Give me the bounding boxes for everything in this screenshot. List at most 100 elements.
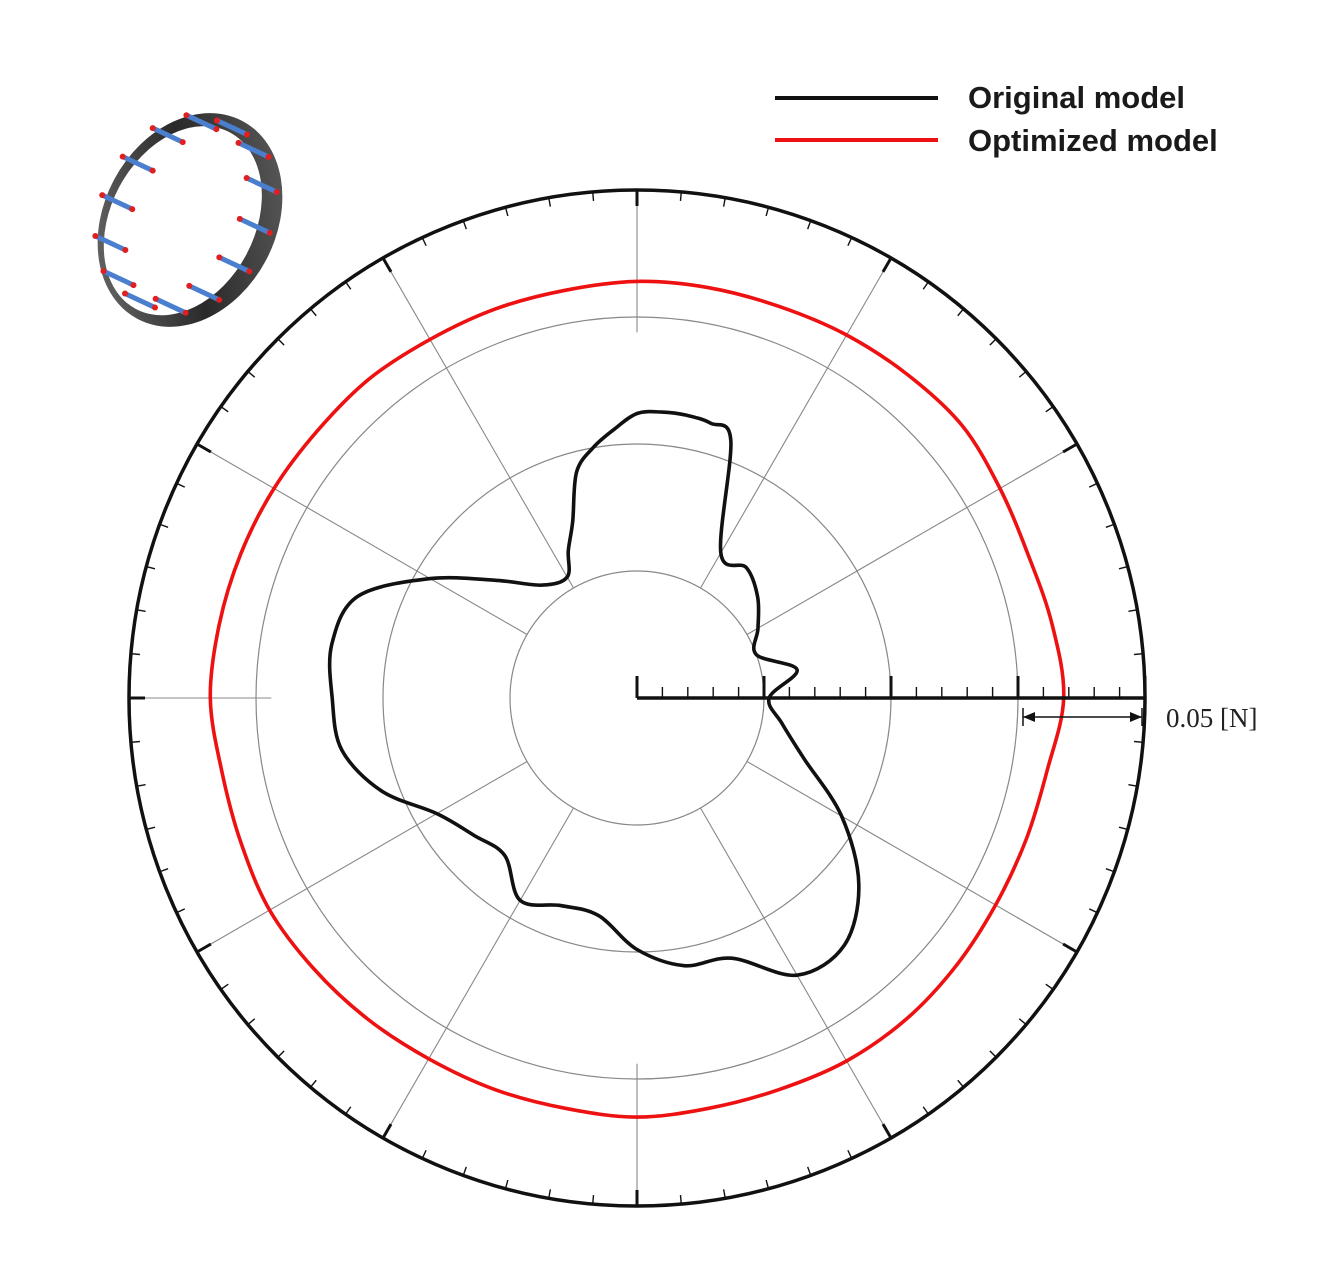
spring-anchor-glyph: [130, 282, 137, 289]
major-angular-tick: [1062, 442, 1078, 454]
minor-angular-tick: [1105, 868, 1115, 873]
spring-glyph: [237, 216, 273, 236]
legend: Original model Optimized model: [775, 80, 1218, 158]
minor-angular-tick: [1105, 523, 1115, 528]
minor-angular-tick: [309, 308, 317, 317]
angular-gridline: [382, 257, 574, 589]
minor-angular-tick: [957, 1079, 965, 1088]
spring-anchor-glyph: [266, 229, 273, 236]
spring-anchor-glyph: [213, 126, 220, 133]
minor-angular-tick: [130, 653, 140, 656]
minor-angular-tick: [807, 1166, 812, 1176]
spring-glyph: [236, 140, 272, 160]
minor-angular-tick: [1045, 983, 1054, 990]
ring-with-springs-icon: [92, 112, 283, 327]
major-angular-tick: [881, 257, 893, 273]
minor-angular-tick: [679, 1195, 682, 1205]
angular-gridline: [700, 257, 892, 589]
spring-anchor-glyph: [100, 268, 107, 275]
spring-anchor-glyph: [214, 117, 221, 124]
legend-label-optimized-model: Optimized model: [968, 123, 1218, 158]
minor-angular-tick: [1134, 740, 1144, 743]
major-angular-tick: [196, 942, 212, 954]
minor-angular-tick: [922, 281, 929, 290]
polar-axes: [127, 188, 1147, 1208]
spring-anchor-glyph: [99, 192, 106, 199]
spring-anchor-glyph: [246, 268, 253, 275]
minor-angular-tick: [548, 1189, 552, 1199]
minor-angular-tick: [1088, 908, 1098, 914]
spring-anchor-glyph: [149, 167, 156, 174]
spring-anchor-glyph: [119, 153, 126, 160]
minor-angular-tick: [1018, 370, 1027, 378]
spring-anchor-glyph: [244, 131, 251, 138]
spring-glyph: [214, 117, 250, 137]
spring-glyph: [216, 254, 252, 274]
minor-angular-tick: [146, 565, 156, 570]
angular-gridline: [196, 443, 528, 635]
series-curves: [208, 279, 1066, 1119]
minor-angular-tick: [1128, 783, 1138, 787]
minor-angular-tick: [807, 220, 812, 230]
minor-angular-tick: [176, 482, 186, 488]
spring-anchor-glyph: [183, 112, 190, 119]
minor-angular-tick: [592, 1195, 595, 1205]
minor-angular-tick: [136, 783, 146, 787]
spring-anchor-glyph: [186, 282, 193, 289]
minor-angular-tick: [679, 191, 682, 201]
minor-angular-tick: [722, 1189, 726, 1199]
angular-gridline: [746, 761, 1078, 953]
major-angular-tick: [881, 1123, 893, 1139]
major-angular-tick: [1062, 942, 1078, 954]
minor-angular-tick: [421, 1149, 427, 1159]
minor-angular-tick: [345, 281, 352, 290]
minor-angular-tick: [176, 908, 186, 914]
minor-angular-tick: [548, 197, 552, 207]
minor-angular-tick: [247, 1018, 256, 1026]
minor-angular-tick: [989, 1050, 997, 1058]
major-angular-tick: [381, 257, 393, 273]
minor-angular-tick: [922, 1106, 929, 1115]
minor-angular-tick: [592, 191, 595, 201]
spring-anchor-glyph: [216, 254, 223, 261]
minor-angular-tick: [504, 1179, 509, 1189]
minor-angular-tick: [765, 207, 770, 217]
series-line-original-model: [327, 409, 861, 978]
minor-angular-tick: [1018, 1018, 1027, 1026]
spring-anchor-glyph: [152, 295, 159, 302]
angular-gridline: [700, 807, 892, 1139]
spring-anchor-glyph: [243, 175, 250, 182]
minor-angular-tick: [421, 237, 427, 247]
spring-anchor-glyph: [151, 304, 158, 311]
minor-angular-tick: [130, 740, 140, 743]
angular-gridline: [382, 807, 574, 1139]
minor-angular-tick: [1118, 565, 1128, 570]
minor-angular-tick: [345, 1106, 352, 1115]
minor-angular-tick: [309, 1079, 317, 1088]
minor-angular-tick: [146, 826, 156, 831]
minor-angular-tick: [247, 370, 256, 378]
spring-glyph: [100, 268, 136, 288]
spring-glyph: [153, 296, 189, 316]
minor-angular-tick: [462, 220, 467, 230]
spring-anchor-glyph: [129, 206, 136, 213]
spring-anchor-glyph: [122, 246, 129, 253]
spring-glyph: [244, 175, 280, 195]
spring-glyph: [99, 192, 135, 212]
minor-angular-tick: [159, 523, 169, 528]
minor-angular-tick: [220, 406, 229, 413]
minor-angular-tick: [462, 1166, 467, 1176]
minor-angular-tick: [136, 609, 146, 613]
major-angular-tick: [196, 442, 212, 454]
minor-angular-tick: [847, 1149, 853, 1159]
minor-angular-tick: [277, 1050, 285, 1058]
spring-glyph: [92, 233, 128, 253]
spring-anchor-glyph: [182, 309, 189, 316]
spring-glyph: [120, 154, 156, 174]
spring-anchor-glyph: [149, 125, 156, 132]
minor-angular-tick: [1118, 826, 1128, 831]
spring-anchor-glyph: [236, 215, 243, 222]
minor-angular-tick: [159, 868, 169, 873]
minor-angular-tick: [1045, 406, 1054, 413]
